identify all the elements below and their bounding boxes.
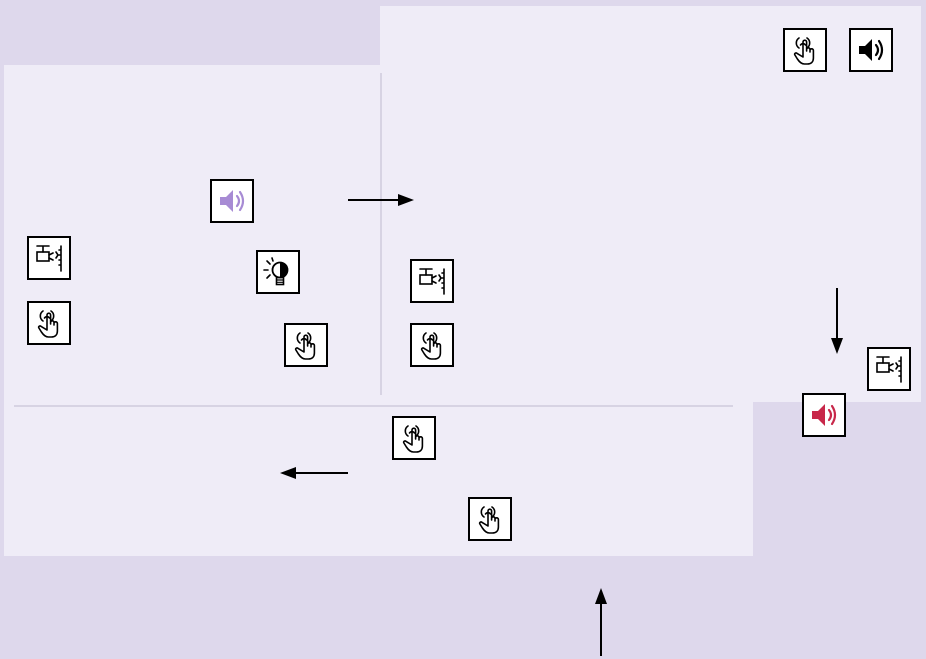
projector-icon[interactable] bbox=[410, 259, 454, 303]
touch-icon[interactable] bbox=[392, 416, 436, 460]
bulb-glyph bbox=[263, 257, 289, 286]
touch-icon[interactable] bbox=[783, 28, 827, 72]
speaker-icon-red[interactable] bbox=[802, 393, 846, 437]
touch-glyph bbox=[294, 332, 316, 360]
speaker-glyph bbox=[220, 190, 245, 212]
touch-glyph bbox=[37, 310, 59, 338]
speaker-glyph bbox=[812, 404, 837, 426]
projector-glyph bbox=[419, 268, 445, 295]
projector-icon[interactable] bbox=[27, 236, 71, 280]
arrow-down bbox=[831, 288, 843, 354]
touch-glyph bbox=[793, 37, 815, 65]
left-panel bbox=[4, 65, 753, 556]
arrow-left bbox=[280, 467, 348, 479]
speaker-icon-purple[interactable] bbox=[210, 179, 254, 223]
arrow-up bbox=[595, 588, 607, 656]
projector-glyph bbox=[36, 245, 62, 272]
horizontal-divider bbox=[14, 405, 733, 407]
touch-glyph bbox=[420, 332, 442, 360]
arrow-right bbox=[348, 194, 414, 206]
projector-icon[interactable] bbox=[867, 347, 911, 391]
touch-icon[interactable] bbox=[27, 301, 71, 345]
touch-glyph bbox=[402, 425, 424, 453]
vertical-divider bbox=[380, 73, 382, 395]
bulb-icon[interactable] bbox=[256, 250, 300, 294]
touch-glyph bbox=[478, 506, 500, 534]
speaker-icon[interactable] bbox=[849, 28, 893, 72]
touch-icon[interactable] bbox=[284, 323, 328, 367]
speaker-glyph bbox=[859, 39, 884, 61]
touch-icon[interactable] bbox=[468, 497, 512, 541]
projector-glyph bbox=[876, 356, 902, 383]
touch-icon[interactable] bbox=[410, 323, 454, 367]
